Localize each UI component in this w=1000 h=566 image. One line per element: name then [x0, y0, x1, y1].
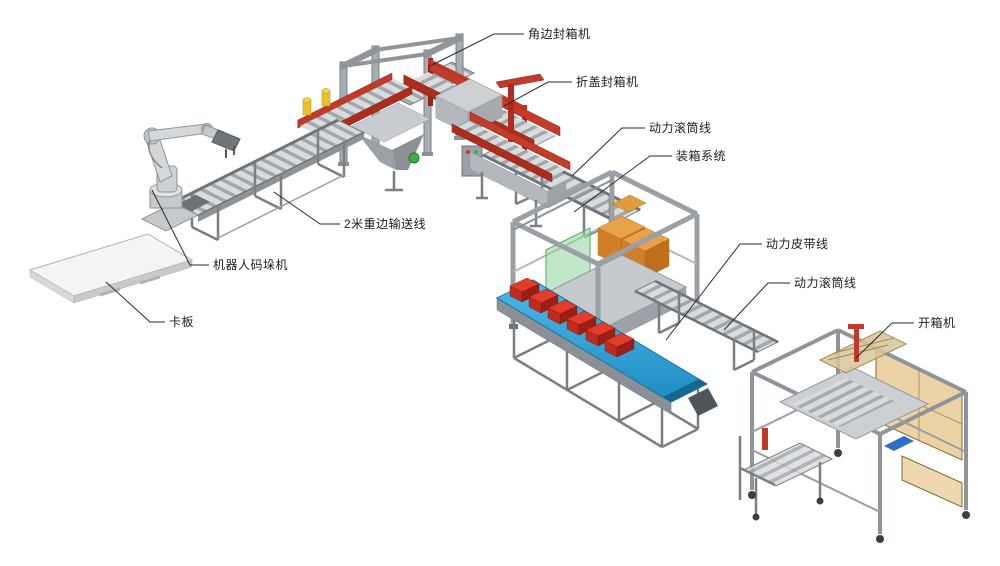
label-robot-palletizer: 机器人码垛机 — [213, 258, 289, 272]
tape-head-red — [854, 326, 859, 362]
power-roller-line-2 — [633, 279, 780, 372]
label-conveyor-2m: 2米重边输送线 — [344, 217, 427, 231]
corner-sealer-machine — [297, 33, 561, 192]
leader-roller-line-2 — [723, 282, 790, 331]
leader-robot — [151, 189, 209, 266]
belt-motor — [688, 388, 718, 416]
product-boxes-red — [509, 277, 635, 358]
infeed-conveyor-2m — [170, 118, 366, 242]
power-belt-line — [495, 277, 718, 449]
flap-sealer-machine — [451, 73, 571, 228]
robot-palletizer — [140, 123, 241, 232]
carton-erector — [738, 324, 970, 543]
leader-lines — [105, 33, 914, 359]
leader-carton-erector — [855, 322, 914, 359]
label-roller-line-1: 动力滚筒线 — [649, 121, 712, 135]
carton-magazine — [818, 330, 908, 374]
label-carton-erector: 开箱机 — [918, 316, 956, 330]
leader-conveyor-2m — [273, 191, 340, 225]
label-flap-sealer: 折盖封箱机 — [576, 75, 639, 89]
leader-roller-line-1 — [571, 127, 645, 177]
robot-upper-arm — [147, 123, 209, 142]
top-frame — [511, 169, 699, 267]
robot-gripper — [211, 129, 241, 152]
label-pallet: 卡板 — [169, 315, 195, 329]
leader-belt-line — [665, 243, 762, 341]
label-corner-sealer: 角边封箱机 — [528, 27, 591, 41]
leader-case-packer — [573, 155, 672, 213]
label-belt-line: 动力皮带线 — [766, 237, 829, 251]
label-case-packer: 装箱系统 — [676, 149, 727, 163]
blue-unit — [884, 436, 914, 451]
label-roller-line-2: 动力滚筒线 — [794, 276, 857, 290]
leader-pallet — [105, 281, 165, 323]
casters — [748, 449, 970, 543]
leader-corner-sealer — [429, 33, 524, 67]
leader-flap-sealer — [503, 81, 572, 107]
start-button — [408, 152, 420, 164]
pallet — [28, 233, 194, 304]
